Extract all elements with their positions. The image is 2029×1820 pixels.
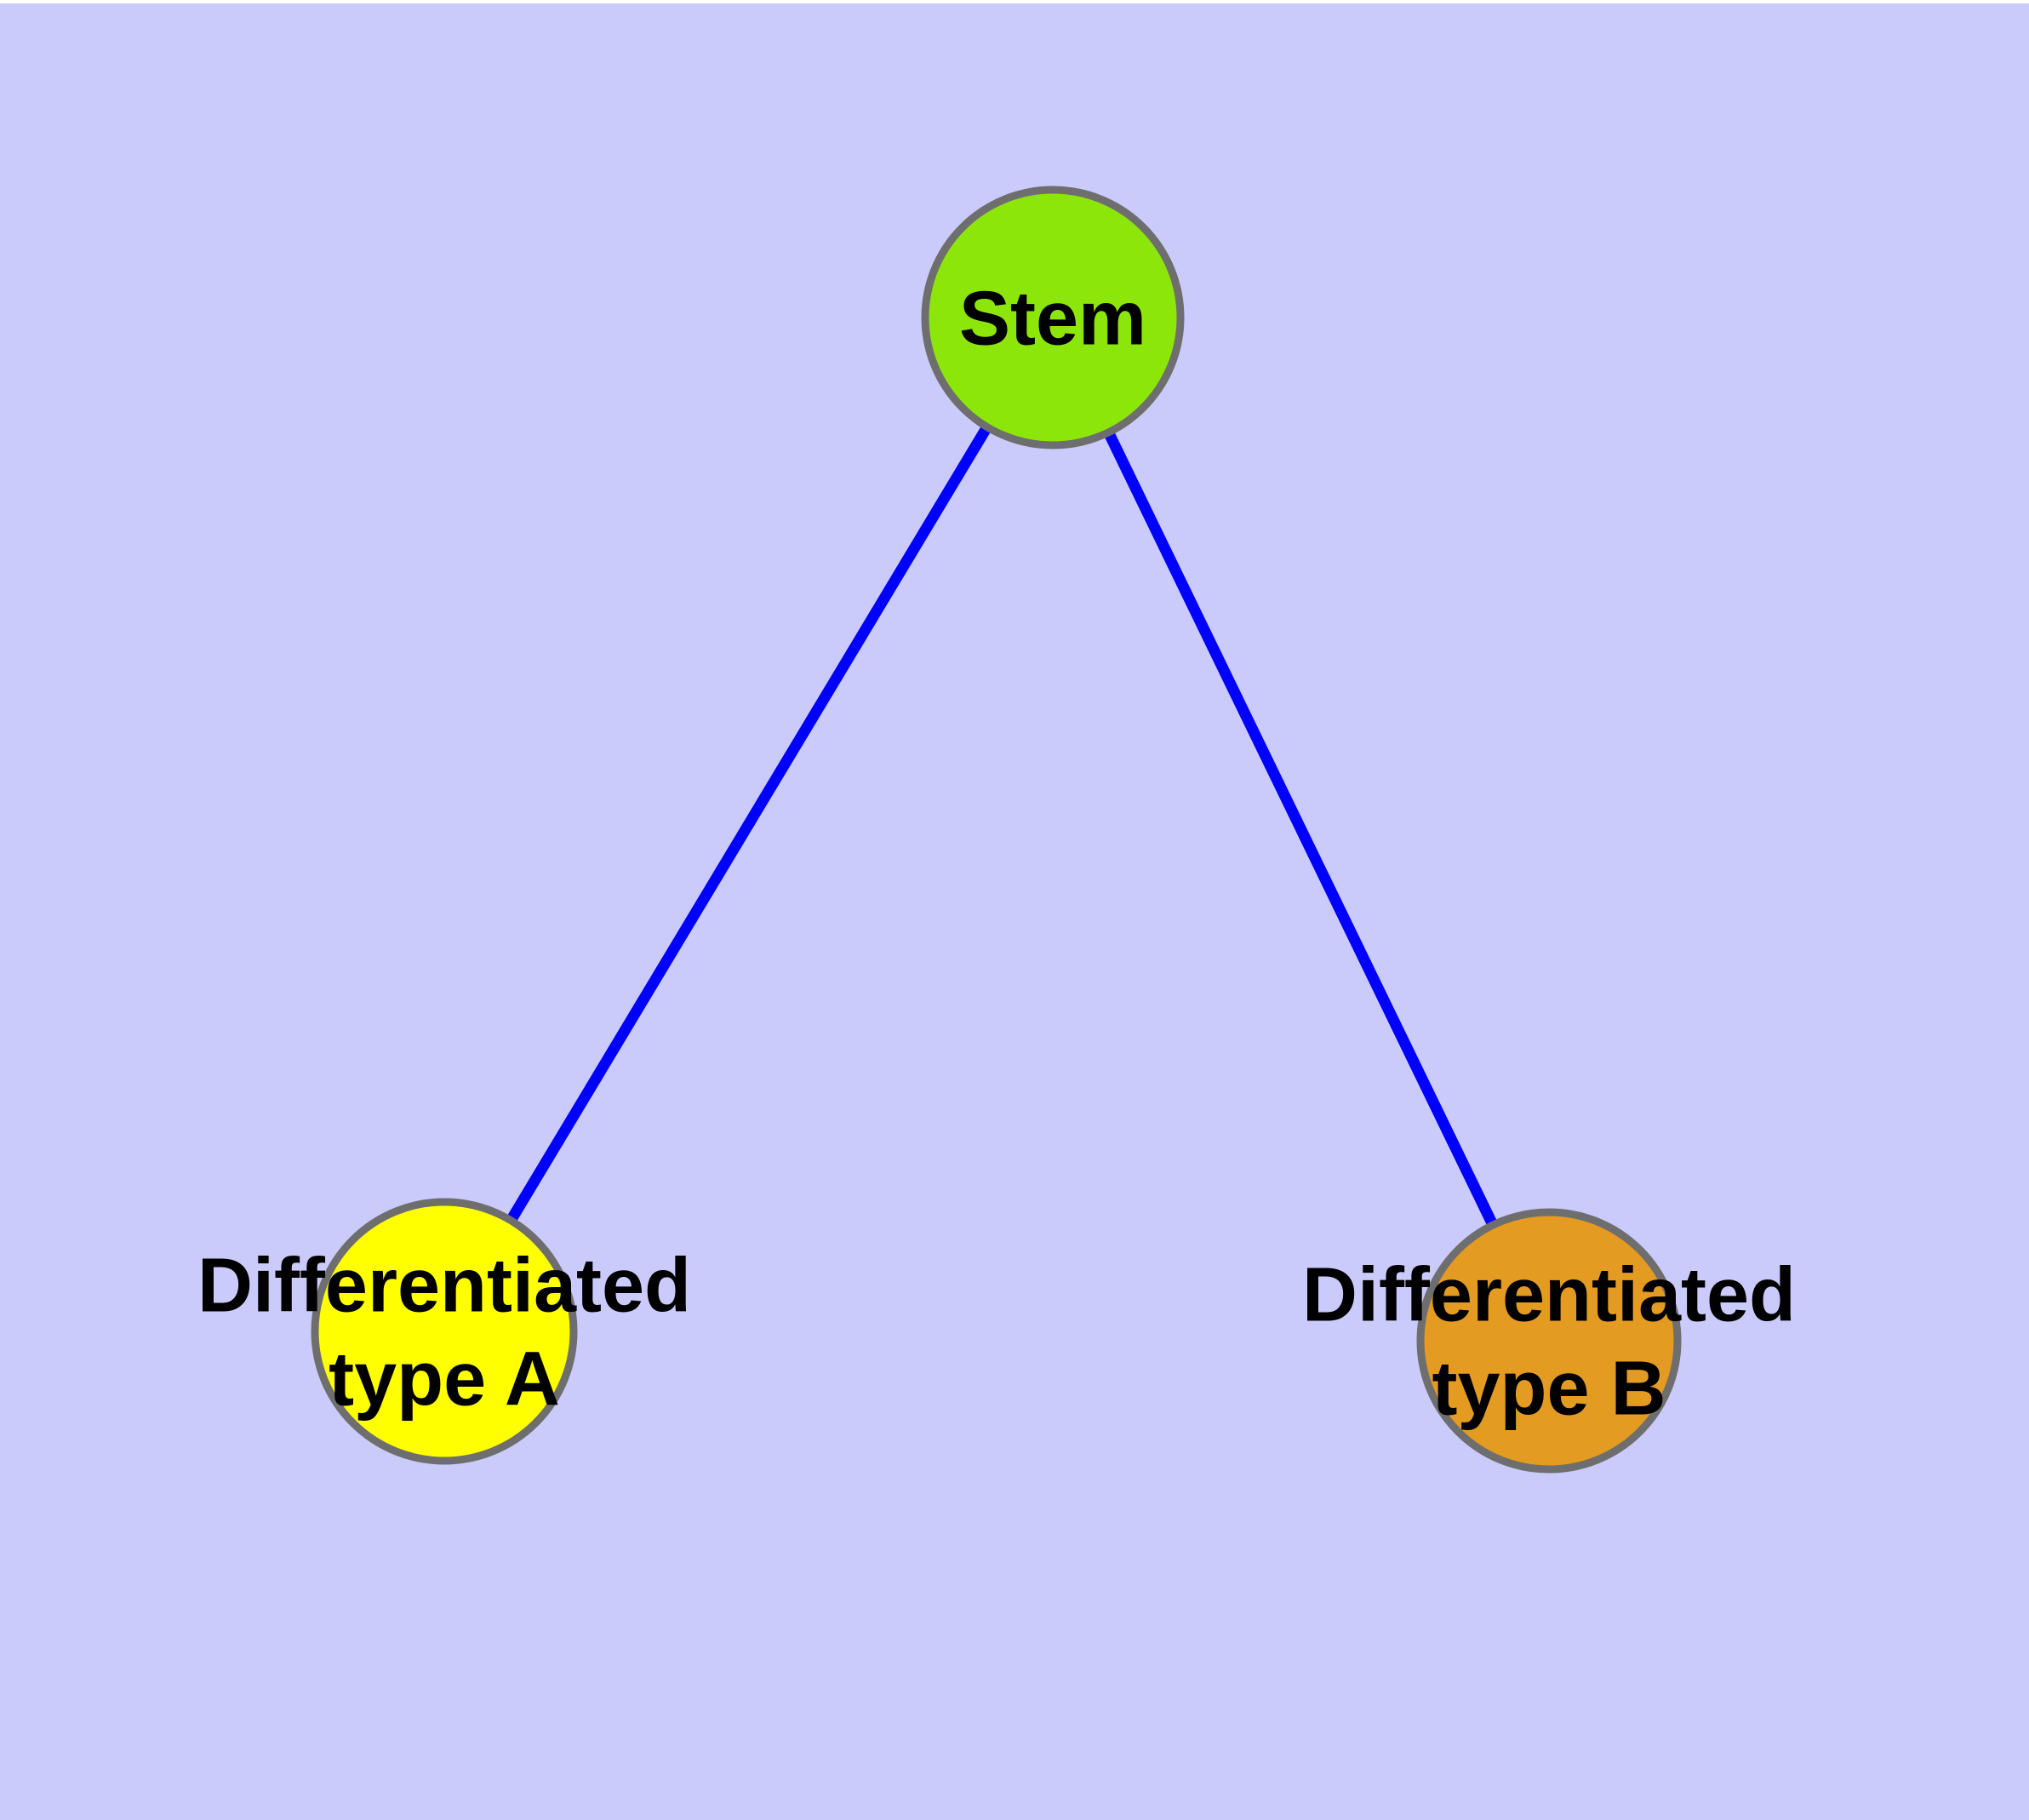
node-type-b-circle <box>1416 1208 1682 1474</box>
edge-stem-type-a <box>439 314 1058 1335</box>
node-type-a-circle <box>311 1198 578 1465</box>
node-stem-label: Stem <box>959 277 1146 362</box>
edge-stem-type-b <box>1048 315 1554 1343</box>
node-stem-circle <box>921 186 1185 449</box>
node-stem: Stem <box>921 186 1185 449</box>
